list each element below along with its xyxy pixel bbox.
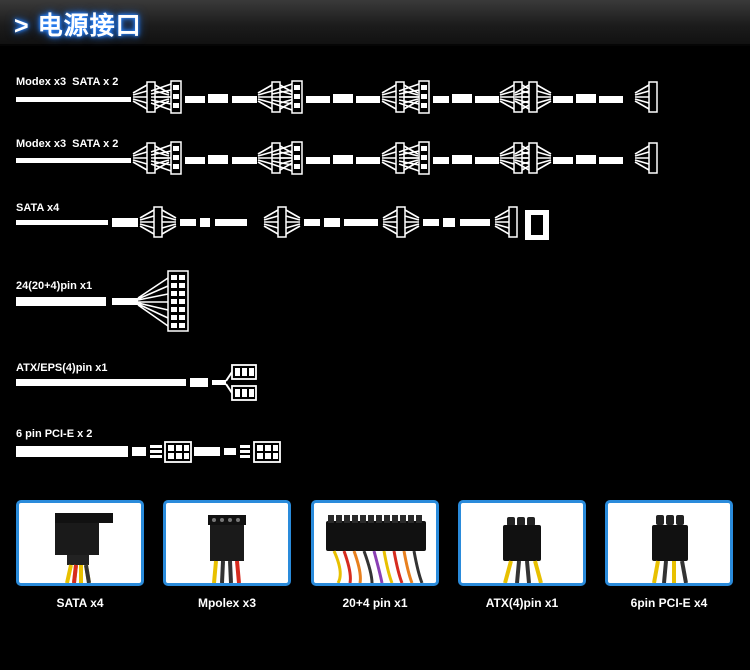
molex-connector-icon [208,515,246,583]
pcie-6pin-connector-icon [652,515,688,583]
cable-row-6 [16,441,281,463]
atx-24pin-connector-label: 20+4 pin x1 [342,596,408,610]
atx-4pin-connector-card [458,500,586,586]
page-title: >电源接口 [14,6,142,40]
cable-row-3 [16,206,549,240]
cable-label-5-a: ATX/EPS(4)pin x1 [16,362,108,374]
chevron-right-icon: > [14,12,30,40]
cable-label-4-a: 24(20+4)pin x1 [16,280,93,292]
cable-label-1-b: SATA x 2 [72,76,119,88]
pcie-6pin-connector-label: 6pin PCI-E x4 [630,596,708,610]
cable-row-5 [16,364,257,401]
pcie-6pin-connector-card [605,500,733,586]
cable-row-1 [16,80,658,114]
molex-connector-label: Mpolex x3 [197,596,257,610]
cable-row-2 [16,141,658,175]
cable-label-6: 6 pin PCI-E x 2 [16,428,98,440]
cable-label-2-b: SATA x 2 [72,138,119,150]
cable-label-2: Modex x3 SATA x 2 [16,138,124,150]
cable-diagram [16,80,658,463]
cable-label-3-a: SATA x4 [16,202,60,214]
cable-label-5: ATX/EPS(4)pin x1 [16,362,113,374]
cable-row-4 [16,270,189,332]
atx-24pin-connector-icon [326,515,426,583]
molex-connector-card [163,500,291,586]
cable-label-4: 24(20+4)pin x1 [16,280,98,292]
cable-label-1-a: Modex x3 [16,76,67,88]
page-title-text: 电源接口 [37,12,142,40]
atx-24pin-connector-card [311,500,439,586]
cable-label-2-a: Modex x3 [16,138,67,150]
cable-label-1: Modex x3 SATA x 2 [16,76,124,88]
sata-connector-card [16,500,144,586]
header-divider [0,44,750,46]
cable-label-3: SATA x4 [16,202,65,214]
atx-4pin-connector-icon [503,517,543,583]
sata-connector-icon [55,513,113,583]
sata-connector-label: SATA x4 [56,596,104,610]
header-bar [0,0,750,46]
atx-4pin-connector-label: ATX(4)pin x1 [485,596,559,610]
cable-label-6-a: 6 pin PCI-E x 2 [16,428,93,440]
